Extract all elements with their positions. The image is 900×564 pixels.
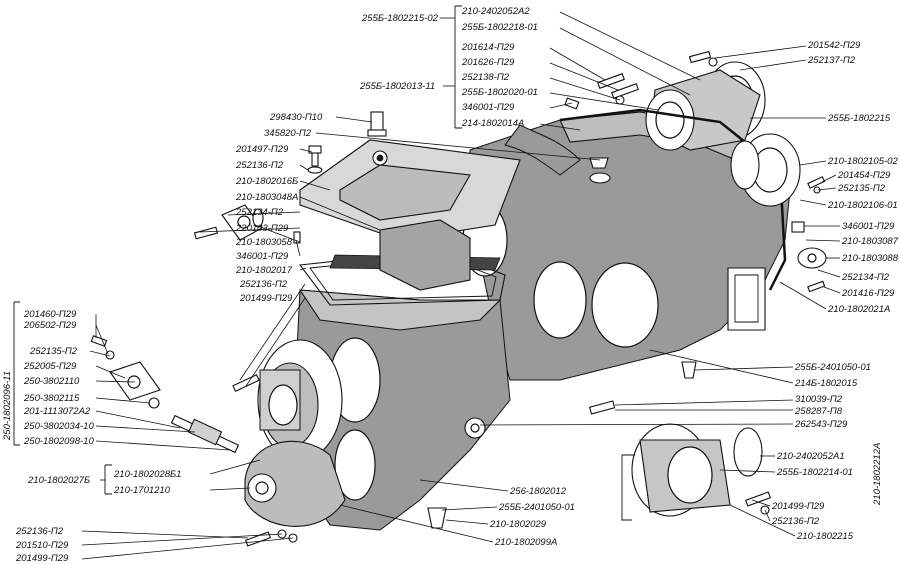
label-256-1802012: 256-1802012 — [509, 486, 567, 497]
label-298430-p10: 298430-П10 — [269, 112, 323, 123]
label-346001-p29-top: 346001-П29 — [462, 102, 515, 113]
label-2556-2401050-01-bot: 255Б-2401050-01 — [498, 502, 575, 513]
label-201454-p29: 201454-П29 — [837, 170, 891, 181]
small-bolt-top — [307, 145, 323, 174]
label-2556-1802218-01: 255Б-1802218-01 — [461, 22, 538, 33]
label-345820-p2: 345820-П2 — [264, 128, 312, 139]
bolt-220103 — [193, 226, 219, 240]
label-252136-p2-bot: 252136-П2 — [15, 526, 64, 537]
label-258287-p8: 258287-П8 — [794, 406, 843, 417]
right-small-parts — [791, 221, 827, 293]
label-2556-1802013-11: 255Б-1802013-11 — [359, 81, 435, 92]
lower-right-flange — [631, 423, 772, 517]
label-2556-1802215: 255Б-1802215 — [827, 113, 891, 124]
label-262543-p29: 262543-П29 — [794, 419, 848, 430]
label-201460-p29: 201460-П29 — [23, 309, 77, 320]
label-346001-p29-left: 346001-П29 — [236, 251, 289, 262]
label-252138-p2: 252138-П2 — [461, 72, 510, 83]
label-2556-1802020-01: 255Б-1802020-01 — [461, 87, 538, 98]
breather-plug — [367, 111, 387, 137]
label-210-2402052a1: 210-2402052А1 — [776, 451, 845, 462]
label-252136-p2-a: 252136-П2 — [235, 160, 284, 171]
label-252137-p2: 252137-П2 — [807, 55, 856, 66]
label-210-1802105-02: 210-1802105-02 — [827, 156, 898, 167]
bolts-lower-left — [244, 529, 298, 547]
leader-lines — [13, 5, 841, 560]
label-210-2402052a2: 210-2402052А2 — [461, 6, 530, 17]
label-201510-p29: 201510-П29 — [15, 540, 69, 551]
label-210-1802099a: 210-1802099А — [494, 537, 557, 548]
label-201499-p29-right: 201499-П29 — [771, 501, 825, 512]
bolts-top-right — [564, 73, 639, 110]
label-2556-1802215-02: 255Б-1802215-02 — [361, 13, 439, 24]
label-250-3802110: 250-3802110 — [23, 376, 80, 387]
right-side-flange — [730, 133, 826, 207]
label-310039-p2: 310039-П2 — [795, 394, 843, 405]
label-210-1803048a: 210-1803048А — [235, 192, 298, 203]
label-210-1802028b1: 210-1802028Б1 — [113, 469, 181, 480]
label-201542-p29: 201542-П29 — [807, 40, 861, 51]
label-220103-p29: 220103-П29 — [235, 223, 289, 234]
label-214-18020144: 214-1802014А — [461, 118, 524, 129]
label-2146-1802015: 214Б-1802015 — [794, 378, 858, 389]
label-210-1802027b: 210-1802027Б — [27, 475, 90, 486]
label-210-1802017: 210-1802017 — [235, 265, 293, 276]
label-210-1802106-01: 210-1802106-01 — [827, 200, 898, 211]
label-2556-1802214-01: 255Б-1802214-01 — [776, 467, 853, 478]
parts-drawing — [90, 50, 827, 547]
label-250-1802098-10: 250-1802098-10 — [23, 436, 94, 447]
plugs-bottom — [427, 361, 697, 529]
label-206502-p29: 206502-П29 — [23, 320, 77, 331]
label-201626-p29: 201626-П29 — [461, 57, 515, 68]
label-252134-p2-right: 252134-П2 — [841, 272, 890, 283]
top-cover — [299, 139, 521, 291]
label-201-1113072a2: 201-1113072А2 — [23, 406, 91, 417]
label-252135-p2-left: 252135-П2 — [29, 346, 78, 357]
lower-bell-cover — [244, 440, 346, 527]
label-210-1803087: 210-1803087 — [841, 236, 899, 247]
label-2556-2401050-01-right: 255Б-2401050-01 — [794, 362, 871, 373]
label-252005-p29: 252005-П29 — [23, 361, 77, 372]
part-number-labels: 255Б-1802215-02 210-2402052А2 255Б-18022… — [2, 6, 899, 564]
label-250-3802034-10: 250-3802034-10 — [23, 421, 94, 432]
label-210-1802021a: 210-1802021А — [827, 304, 890, 315]
label-210-1802215: 210-1802215 — [796, 531, 854, 542]
bolt-201499-left — [232, 374, 260, 392]
label-252134-p2-left: 252134-П2 — [235, 207, 284, 218]
label-346001-p29-right: 346001-П29 — [842, 221, 895, 232]
label-201614-p29: 201614-П29 — [461, 42, 515, 53]
rear-cover-top — [645, 50, 766, 151]
label-201499-p29-a: 201499-П29 — [239, 293, 293, 304]
label-210-1802016b: 210-1802016Б — [235, 176, 298, 187]
label-201497-p29: 201497-П29 — [235, 144, 289, 155]
label-250-3802115: 250-3802115 — [23, 393, 80, 404]
label-210-1802029: 210-1802029 — [489, 519, 547, 530]
label-210-1802212a: 210-1802212А — [872, 443, 883, 506]
label-210-1701210: 210-1701210 — [113, 485, 171, 496]
label-252136-p2-right: 252136-П2 — [771, 516, 820, 527]
label-201499-p29-bot: 201499-П29 — [15, 553, 69, 564]
label-252136-p2-b: 252136-П2 — [239, 279, 288, 290]
label-210-1803088: 210-1803088 — [841, 253, 899, 264]
label-201416-p29: 201416-П29 — [841, 288, 895, 299]
plug-top-center — [589, 157, 611, 184]
speedometer-drive — [90, 335, 240, 454]
label-210-1803058: 210-1803058 — [235, 237, 293, 248]
label-250-1802096-11: 250-1802096-11 — [2, 371, 13, 441]
label-252135-p2-right: 252135-П2 — [837, 183, 886, 194]
